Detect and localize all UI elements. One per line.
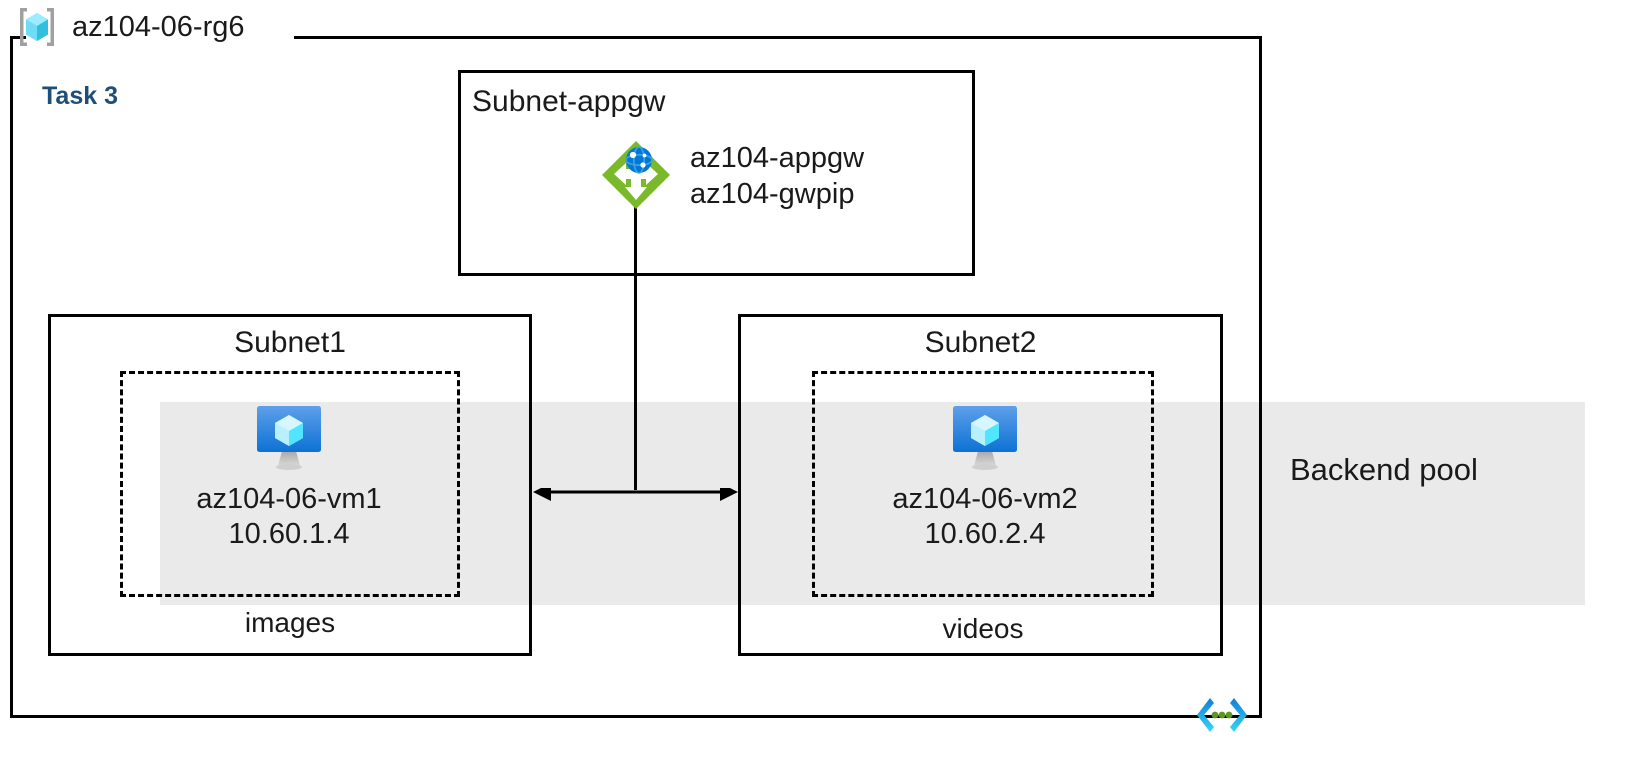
virtual-machine-icon	[249, 400, 329, 474]
backend-pool-label: Backend pool	[1290, 452, 1478, 487]
vm1-labels: az104-06-vm1 10.60.1.4	[196, 482, 381, 553]
subnet-appgw-box	[458, 70, 975, 276]
application-gateway-labels: az104-appgw az104-gwpip	[690, 141, 864, 213]
resource-group-container	[10, 36, 1262, 718]
vm1-node: az104-06-vm1 10.60.1.4	[160, 400, 418, 553]
backend-pool-band	[160, 402, 1585, 605]
vm2-name: az104-06-vm2	[892, 483, 1078, 515]
subnet1-storage-tag: images	[244, 607, 336, 638]
subnet1-vm-group-box	[120, 371, 460, 597]
resource-group-name: az104-06-rg6	[72, 10, 245, 43]
appgw-resource-name: az104-appgw	[690, 142, 865, 174]
subnet2-title: Subnet2	[924, 326, 1037, 359]
subnet1-box	[48, 314, 532, 656]
application-gateway-icon	[596, 135, 676, 215]
subnet2-box	[738, 314, 1223, 656]
appgw-to-subnets-connector	[634, 207, 637, 490]
code-template-icon	[1196, 696, 1248, 734]
gwpip-resource-name: az104-gwpip	[690, 177, 855, 210]
vm1-name: az104-06-vm1	[196, 483, 382, 515]
subnet2-storage-tag: videos	[942, 613, 1024, 644]
vm2-node: az104-06-vm2 10.60.2.4	[856, 400, 1114, 553]
vm2-ip: 10.60.2.4	[924, 518, 1046, 551]
resource-group-title-mask	[26, 26, 294, 48]
application-gateway-node: az104-appgw az104-gwpip	[596, 135, 864, 215]
task-label: Task 3	[42, 82, 118, 110]
subnet2-vm-group-box	[812, 371, 1154, 597]
resource-group-header: az104-06-rg6	[14, 4, 245, 50]
subnet-appgw-title: Subnet-appgw	[472, 85, 666, 118]
subnet1-title: Subnet1	[234, 326, 346, 359]
vm1-ip: 10.60.1.4	[228, 518, 350, 551]
vm2-labels: az104-06-vm2 10.60.2.4	[892, 482, 1077, 553]
virtual-machine-icon	[945, 400, 1025, 474]
resource-group-icon	[14, 4, 60, 50]
